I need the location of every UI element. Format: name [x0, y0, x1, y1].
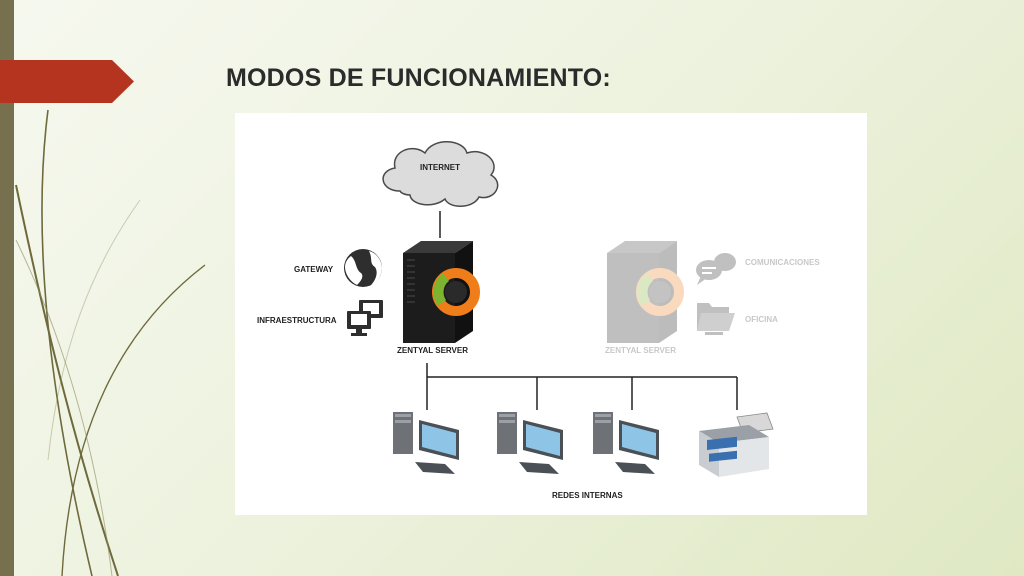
side-bar — [0, 0, 14, 576]
network-label: REDES INTERNAS — [552, 491, 623, 500]
chat-icon — [696, 253, 736, 285]
infraestructura-label: INFRAESTRUCTURA — [257, 316, 337, 325]
server-faded-icon — [607, 241, 684, 343]
folder-icon — [697, 303, 735, 335]
connector-lines — [426, 211, 738, 410]
comunicaciones-label: COMUNICACIONES — [745, 258, 820, 267]
printer-icon — [699, 412, 774, 477]
oficina-label: OFICINA — [745, 315, 778, 324]
workstation-icon — [497, 412, 563, 474]
workstation-icon — [593, 412, 659, 474]
gateway-label: GATEWAY — [294, 265, 334, 274]
globe-icon — [344, 249, 382, 287]
slide-title: MODOS DE FUNCIONAMIENTO: — [226, 64, 611, 92]
server-label: ZENTYAL SERVER — [397, 346, 468, 355]
cloud-icon — [382, 141, 499, 207]
title-arrow-marker — [0, 60, 134, 103]
server-faded-label: ZENTYAL SERVER — [605, 346, 676, 355]
cloud-label: INTERNET — [420, 163, 460, 172]
decorative-curves — [15, 109, 206, 576]
server-icon — [403, 241, 480, 343]
workstation-icon — [393, 412, 459, 474]
diagram-panel: INTERNET GATEWAY INFRAESTRUCTURA ZENTYAL… — [235, 113, 867, 515]
monitors-icon — [347, 300, 383, 336]
